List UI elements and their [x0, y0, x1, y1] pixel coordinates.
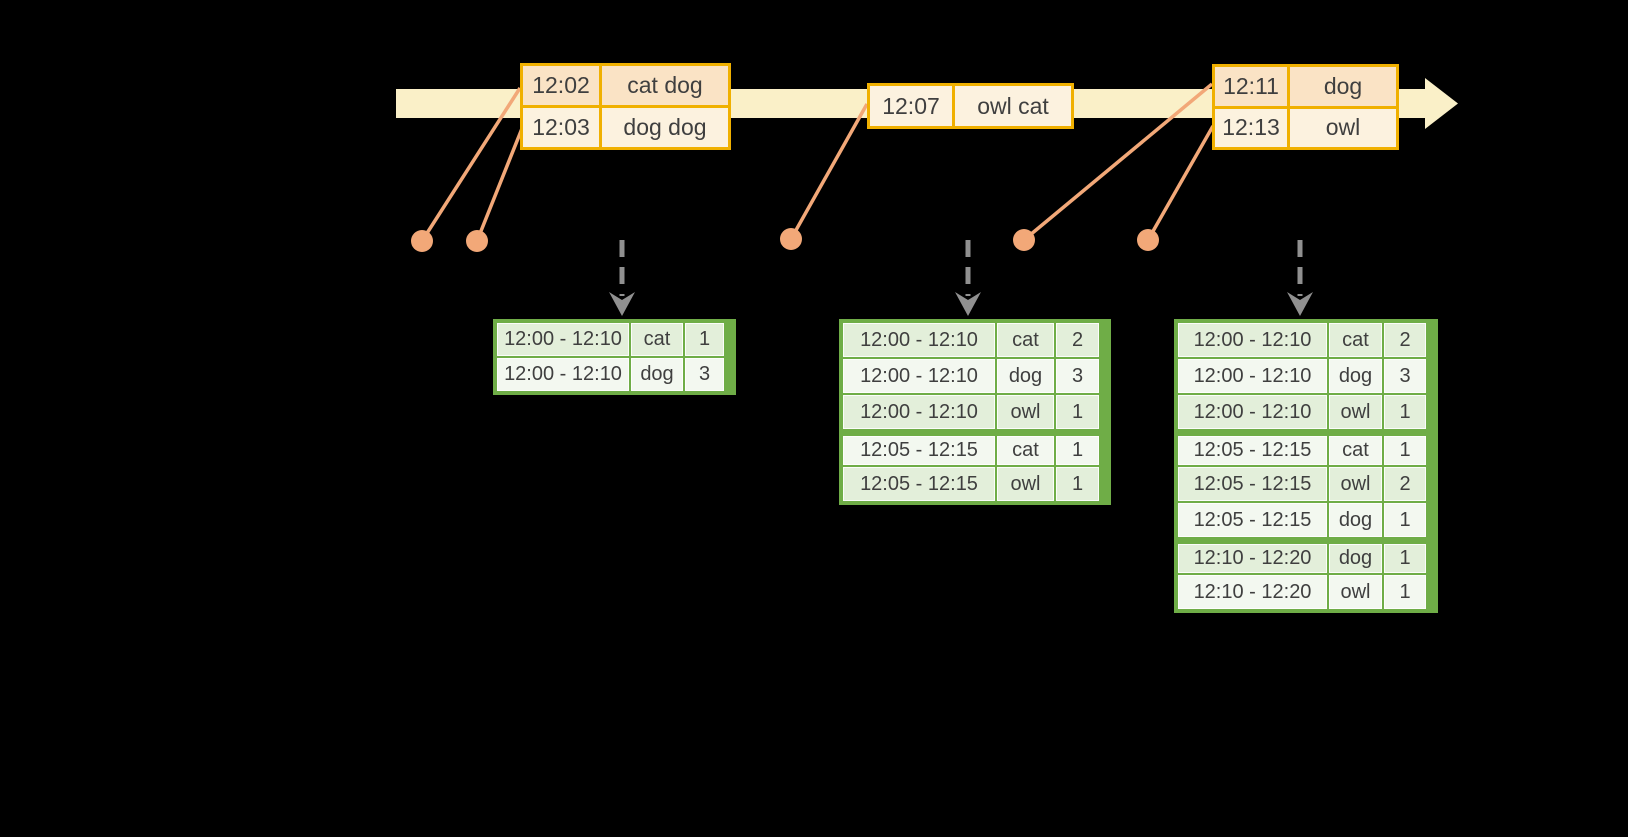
- count-cell: 1: [1384, 503, 1426, 537]
- event-table-1207: 12:07 owl cat: [867, 83, 1074, 129]
- count-cell: 3: [1384, 359, 1426, 393]
- connector-line: [1146, 125, 1215, 241]
- event-dot: [466, 230, 488, 252]
- word-cell: dog: [631, 358, 683, 391]
- word-cell: cat: [1329, 436, 1382, 465]
- count-cell: 2: [1384, 467, 1426, 501]
- connector-line: [420, 87, 522, 242]
- event-time: 12:13: [1215, 108, 1287, 147]
- word-cell: owl: [1329, 575, 1382, 609]
- word-cell: dog: [1329, 544, 1382, 573]
- event-table-1202: 12:02 cat dog 12:03 dog dog: [520, 63, 731, 150]
- event-time: 12:11: [1215, 67, 1287, 106]
- count-cell: 1: [1384, 436, 1426, 465]
- word-cell: cat: [1329, 323, 1382, 357]
- window-cell: 12:00 - 12:10: [843, 323, 995, 357]
- word-cell: owl: [1329, 467, 1382, 501]
- connector-line: [1022, 82, 1214, 242]
- count-cell: 1: [1384, 544, 1426, 573]
- count-cell: 2: [1384, 323, 1426, 357]
- word-cell: dog: [1329, 359, 1382, 393]
- count-cell: 1: [1384, 395, 1426, 429]
- count-cell: 1: [1056, 395, 1099, 429]
- trigger-arrow-icon: [609, 240, 635, 316]
- word-cell: owl: [997, 395, 1054, 429]
- window-cell: 12:05 - 12:15: [1178, 503, 1327, 537]
- count-cell: 3: [1056, 359, 1099, 393]
- window-cell: 12:00 - 12:10: [1178, 323, 1327, 357]
- count-cell: 3: [685, 358, 724, 391]
- word-cell: owl: [1329, 395, 1382, 429]
- event-dots: [411, 228, 1159, 252]
- window-cell: 12:00 - 12:10: [843, 359, 995, 393]
- window-cell: 12:00 - 12:10: [497, 358, 629, 391]
- event-words: dog: [1290, 67, 1396, 106]
- word-cell: cat: [631, 323, 683, 356]
- word-cell: cat: [997, 436, 1054, 465]
- connector-line: [789, 103, 869, 240]
- event-time: 12:07: [870, 86, 952, 126]
- event-time: 12:03: [523, 108, 599, 147]
- event-words: owl: [1290, 108, 1396, 147]
- window-cell: 12:05 - 12:15: [843, 436, 995, 465]
- connector-line: [475, 125, 525, 242]
- event-dot: [1137, 229, 1159, 251]
- trigger-arrow-icon: [1287, 240, 1313, 316]
- count-cell: 1: [1056, 467, 1099, 501]
- count-cell: 1: [1056, 436, 1099, 465]
- window-cell: 12:10 - 12:20: [1178, 544, 1327, 573]
- word-cell: cat: [997, 323, 1054, 357]
- event-words: dog dog: [602, 108, 728, 147]
- event-words: owl cat: [955, 86, 1071, 126]
- window-cell: 12:10 - 12:20: [1178, 575, 1327, 609]
- window-cell: 12:00 - 12:10: [843, 395, 995, 429]
- trigger-arrow-icon: [955, 240, 981, 316]
- window-cell: 12:05 - 12:15: [1178, 436, 1327, 465]
- event-time: 12:02: [523, 66, 599, 105]
- event-dot: [411, 230, 433, 252]
- count-cell: 2: [1056, 323, 1099, 357]
- event-words: cat dog: [602, 66, 728, 105]
- window-cell: 12:00 - 12:10: [497, 323, 629, 356]
- event-dot: [1013, 229, 1035, 251]
- count-cell: 1: [685, 323, 724, 356]
- word-cell: owl: [997, 467, 1054, 501]
- count-cell: 1: [1384, 575, 1426, 609]
- window-cell: 12:05 - 12:15: [1178, 467, 1327, 501]
- window-cell: 12:00 - 12:10: [1178, 359, 1327, 393]
- event-table-1211: 12:11 dog 12:13 owl: [1212, 64, 1399, 150]
- event-dot: [780, 228, 802, 250]
- word-cell: dog: [997, 359, 1054, 393]
- word-cell: dog: [1329, 503, 1382, 537]
- window-cell: 12:00 - 12:10: [1178, 395, 1327, 429]
- connector-lines: [420, 82, 1215, 242]
- window-cell: 12:05 - 12:15: [843, 467, 995, 501]
